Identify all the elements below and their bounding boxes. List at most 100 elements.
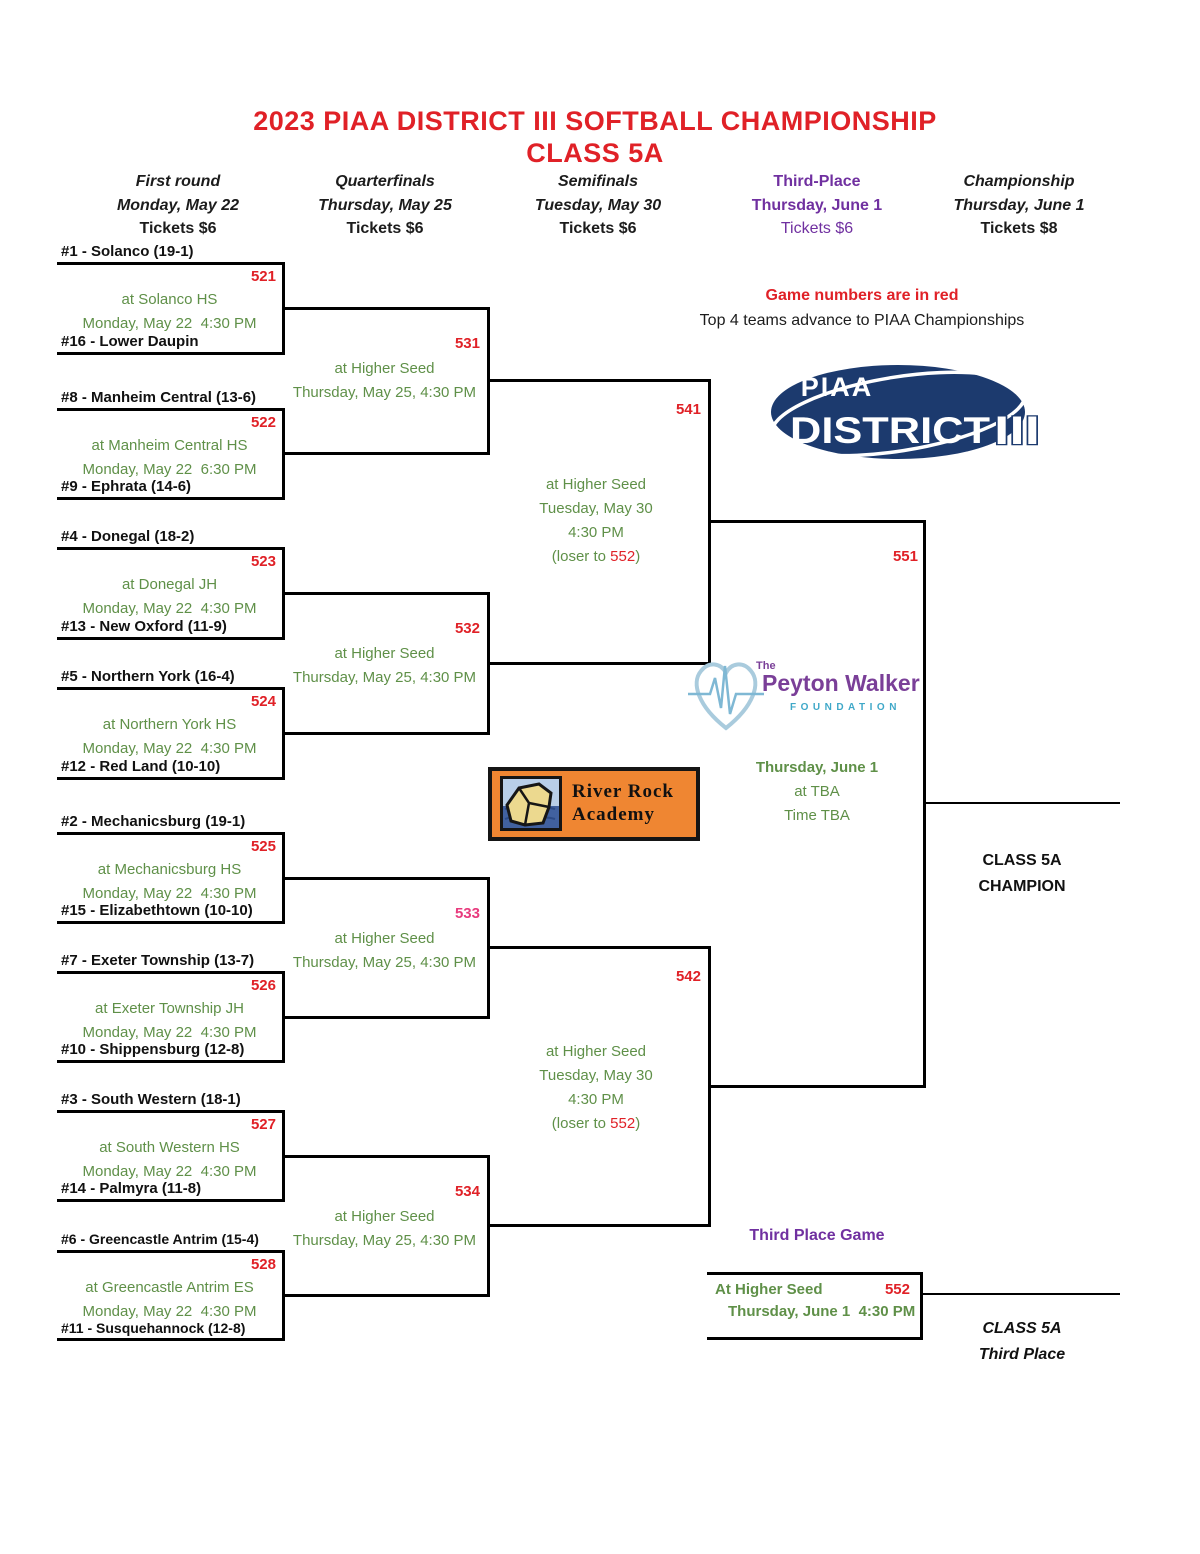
note-game-numbers: Game numbers are in red: [765, 287, 959, 304]
page-title: 2023 PIAA DISTRICT III SOFTBALL CHAMPION…: [253, 106, 937, 136]
game-date: Tuesday, May 30: [539, 500, 653, 517]
champion-label: CLASS 5A CHAMPION: [978, 852, 1066, 895]
championship-info: Thursday, June 1 at TBA Time TBA: [707, 756, 927, 828]
championship-game-551: 551: [700, 548, 918, 566]
page-subtitle: CLASS 5A: [526, 138, 664, 168]
bracket-line: [285, 1016, 487, 1019]
team-label: #16 - Lower Daupin: [61, 333, 199, 350]
game-date: Tuesday, May 30: [539, 1067, 653, 1084]
peyton-the-text: The: [756, 660, 776, 672]
river-rock-text: River Rock Academy: [572, 781, 674, 825]
peyton-walker-logo: The Peyton Walker FOUNDATION: [686, 650, 920, 740]
first-round-game-526: #7 - Exeter Township (13-7) 526 at Exete…: [57, 952, 285, 1063]
bracket-line: [285, 877, 487, 880]
column-header-semifinals: Semifinals Tuesday, May 30 Tickets $6: [534, 173, 662, 237]
game-venue: at Higher Seed: [545, 1043, 647, 1060]
team-label: #1 - Solanco (19-1): [61, 243, 194, 260]
game-datetime: Monday, May 22 4:30 PM: [82, 315, 257, 332]
bracket-line: [285, 1155, 487, 1158]
game-venue: at Northern York HS: [102, 716, 237, 733]
third-place-header: Third Place Game: [749, 1227, 885, 1244]
column-header-championship: Championship Thursday, June 1 Tickets $8: [953, 173, 1085, 237]
game-datetime: Monday, May 22 6:30 PM: [82, 461, 257, 478]
first-round-game-521: #1 - Solanco (19-1) 521 at Solanco HS Mo…: [57, 243, 285, 355]
game-number: 552: [884, 1281, 910, 1298]
game-datetime: Monday, May 22 4:30 PM: [82, 600, 257, 617]
loser-note: (loser to 552): [551, 1115, 641, 1132]
column-header-quarterfinals: Quarterfinals Thursday, May 25 Tickets $…: [318, 173, 452, 237]
team-label: #13 - New Oxford (11-9): [61, 618, 227, 635]
game-number: 528: [250, 1256, 276, 1273]
team-label: #12 - Red Land (10-10): [61, 758, 221, 775]
game-number: 524: [250, 693, 276, 710]
game-number: 534: [454, 1183, 480, 1200]
game-datetime: Monday, May 22 4:30 PM: [82, 885, 257, 902]
first-round-game-524: #5 - Northern York (16-4) 524 at Norther…: [57, 668, 285, 780]
team-label: #3 - South Western (18-1): [61, 1091, 241, 1108]
river-rock-icon: [500, 776, 562, 831]
third-place-game-552: At Higher Seed 552 Thursday, June 1 4:30…: [707, 1272, 923, 1340]
third-place-label: CLASS 5A Third Place: [978, 1320, 1066, 1363]
piaa-district-logo: PIAA DISTRICT III: [770, 362, 1042, 467]
column-header-third-place: Third-Place Thursday, June 1 Tickets $6: [751, 173, 883, 237]
bracket-line: [487, 379, 708, 382]
game-datetime: Thursday, June 1 4:30 PM: [728, 1303, 916, 1320]
bracket-line: [285, 1294, 487, 1297]
bracket-line: [285, 732, 487, 735]
river-rock-logo: River Rock Academy: [488, 767, 700, 841]
game-number: 523: [250, 553, 276, 570]
game-time: 4:30 PM: [568, 524, 624, 541]
bracket-line: [923, 520, 926, 1088]
first-round-game-527: #3 - South Western (18-1) 527 at South W…: [57, 1091, 285, 1202]
game-venue: at Greencastle Antrim ES: [85, 1279, 254, 1296]
game-number: 532: [454, 620, 480, 637]
heart-ekg-icon: [688, 662, 764, 731]
iii-text: III: [994, 409, 1040, 453]
bracket-line: [487, 946, 708, 949]
team-label: #7 - Exeter Township (13-7): [61, 952, 255, 969]
team-label: #11 - Susquehannock (12-8): [61, 1320, 246, 1336]
first-round-game-528: #6 - Greencastle Antrim (15-4) 528 at Gr…: [57, 1231, 285, 1341]
game-datetime: Monday, May 22 4:30 PM: [82, 1303, 257, 1320]
game-number: 527: [250, 1116, 276, 1133]
game-venue: at Manheim Central HS: [91, 437, 248, 454]
team-label: #10 - Shippensburg (12-8): [61, 1041, 245, 1058]
game-number: 541: [675, 401, 701, 418]
game-number: 521: [250, 268, 276, 285]
game-venue: at Higher Seed: [545, 476, 647, 493]
game-time: 4:30 PM: [568, 1091, 624, 1108]
game-venue: at Higher Seed: [334, 930, 435, 947]
team-label: #2 - Mechanicsburg (19-1): [61, 813, 246, 830]
bracket-line: [285, 452, 487, 455]
loser-note: (loser to 552): [551, 548, 641, 565]
game-number: 533: [454, 905, 480, 922]
champion-line: [923, 802, 1120, 804]
game-number: 525: [250, 838, 276, 855]
game-venue: At Higher Seed: [715, 1281, 823, 1298]
game-venue: at TBA: [794, 783, 840, 800]
team-label: #9 - Ephrata (14-6): [61, 478, 192, 495]
game-venue: at Mechanicsburg HS: [97, 861, 242, 878]
game-venue: at South Western HS: [99, 1139, 240, 1156]
game-number: 551: [892, 548, 918, 565]
note-advance: Top 4 teams advance to PIAA Championship…: [699, 312, 1025, 329]
bracket-line: [487, 1224, 708, 1227]
bracket-line: [708, 1085, 923, 1088]
bracket-line: [708, 520, 923, 523]
team-label: #6 - Greencastle Antrim (15-4): [61, 1231, 259, 1247]
game-number: 531: [454, 335, 480, 352]
bracket-line: [285, 592, 487, 595]
game-datetime: Thursday, May 25, 4:30 PM: [292, 954, 477, 971]
game-venue: at Donegal JH: [121, 576, 218, 593]
game-datetime: Monday, May 22 4:30 PM: [82, 1024, 257, 1041]
game-number: 526: [250, 977, 276, 994]
third-place-line: [923, 1293, 1120, 1295]
game-number: 522: [250, 414, 276, 431]
first-round-game-523: #4 - Donegal (18-2) 523 at Donegal JH Mo…: [57, 528, 285, 640]
piaa-text: PIAA: [801, 372, 874, 402]
game-date: Thursday, June 1: [755, 759, 879, 776]
team-label: #4 - Donegal (18-2): [61, 528, 195, 545]
bracket-line: [487, 662, 708, 665]
game-datetime: Monday, May 22 4:30 PM: [82, 740, 257, 757]
